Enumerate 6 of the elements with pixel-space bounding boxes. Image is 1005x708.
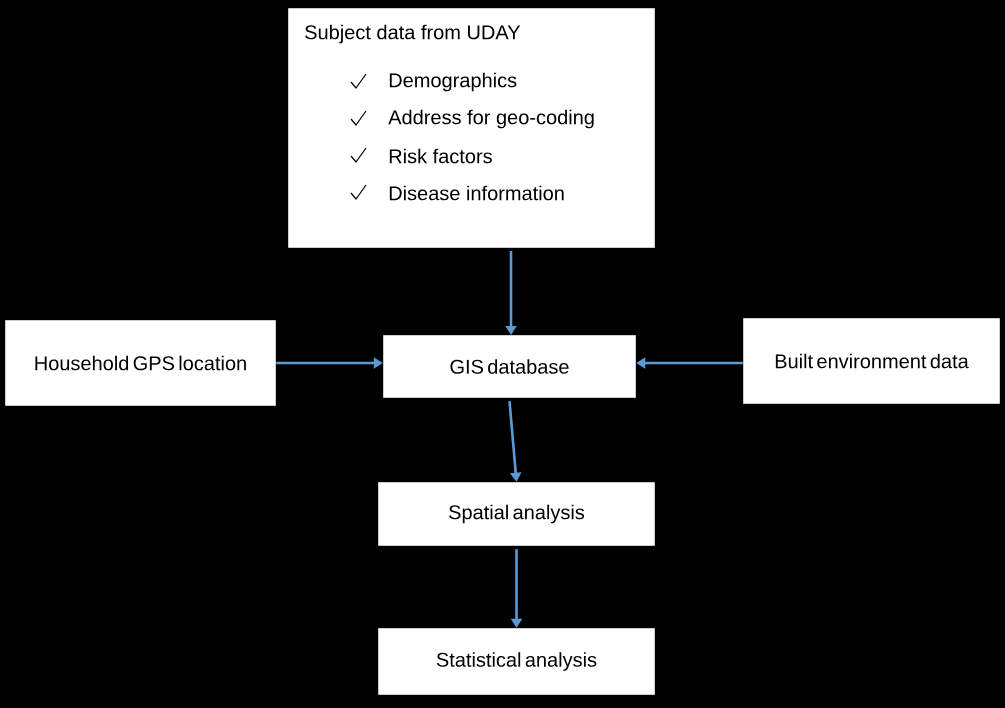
process-box: Household GPS location [4,319,277,407]
process-box: Built environment data [742,317,1001,405]
process-box: GIS database [382,334,637,399]
checklist-box: Subject data from UDAY Demographics Address for geo-coding Risk factors Disease information [287,7,656,249]
process-box: Spatial analysis [377,481,656,547]
process-box: Statistical analysis [377,627,656,696]
